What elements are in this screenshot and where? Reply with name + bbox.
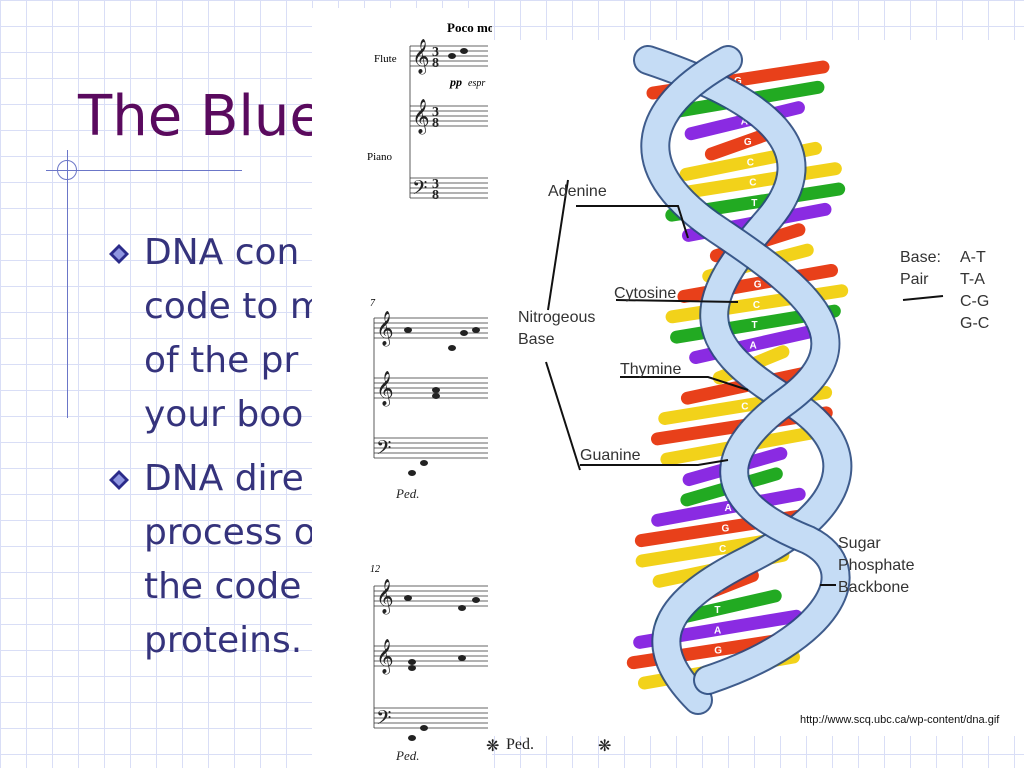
base-pair-rung xyxy=(651,487,806,527)
svg-text:𝄞: 𝄞 xyxy=(376,639,394,675)
label-phosphate: Phosphate xyxy=(838,557,915,574)
svg-text:𝄢: 𝄢 xyxy=(412,176,427,204)
label-leader-lines xyxy=(545,179,944,586)
base-letter: G xyxy=(714,646,722,657)
base-letter: A xyxy=(750,340,757,351)
base-letter: T xyxy=(751,320,757,331)
base-letter: T xyxy=(714,605,720,616)
svg-text:8: 8 xyxy=(432,116,439,131)
label-adenine: Adenine xyxy=(548,183,607,200)
label-pair-at: A-T xyxy=(960,249,986,266)
image-credit: http://www.scq.ubc.ca/wp-content/dna.gif xyxy=(800,714,1000,726)
bullet-1-line-2: code to m xyxy=(144,286,325,327)
svg-text:Ped.: Ped. xyxy=(395,486,419,501)
svg-text:8: 8 xyxy=(432,188,439,203)
svg-text:𝄞: 𝄞 xyxy=(412,99,430,135)
diamond-bullet-icon xyxy=(109,470,129,490)
pedal-marking-bottom: Ped. xyxy=(506,736,534,753)
label-thymine: Thymine xyxy=(620,361,681,378)
base-letter: C xyxy=(753,300,760,311)
sheet-music-svg: Poco moto Flute Piano 𝄞 𝄞 𝄢 𝄞 𝄞 xyxy=(367,20,505,763)
svg-text:𝄞: 𝄞 xyxy=(412,39,430,75)
svg-text:3: 3 xyxy=(432,45,439,60)
base-letter: A xyxy=(714,625,721,636)
bullet-2-line-3: the code xyxy=(144,566,302,607)
base-letter: G xyxy=(754,279,762,290)
base-letter: G xyxy=(744,137,752,148)
svg-text:Ped.: Ped. xyxy=(395,748,419,763)
slide-title: The Blue xyxy=(78,84,324,149)
base-letter: A xyxy=(741,117,748,128)
clefs: 𝄞 𝄞 𝄢 𝄞 𝄞 𝄢 𝄞 𝄞 𝄢 xyxy=(376,39,430,734)
label-base-pair-1: Base: xyxy=(900,249,941,266)
base-letter: A xyxy=(724,503,731,514)
expression-marking: espr xyxy=(468,78,485,89)
bullet-2-line-1: DNA dire xyxy=(144,458,304,499)
notes xyxy=(404,48,480,741)
title-rule-circle xyxy=(57,160,77,180)
pedal-release-mark-1: ❋ xyxy=(486,738,500,755)
pedal-markings: Ped. Ped. xyxy=(395,486,419,763)
bullet-2-line-2: process o xyxy=(144,512,316,553)
diamond-bullet-icon xyxy=(109,244,129,264)
label-base-pair-2: Pair xyxy=(900,271,929,288)
flute-label: Flute xyxy=(374,53,397,65)
label-cytosine: Cytosine xyxy=(614,285,676,302)
sheet-music-image: Poco moto Flute Piano 𝄞 𝄞 𝄢 𝄞 𝄞 xyxy=(312,8,505,768)
svg-text:𝄢: 𝄢 xyxy=(376,706,391,734)
svg-text:𝄞: 𝄞 xyxy=(376,311,394,347)
svg-text:𝄞: 𝄞 xyxy=(376,579,394,615)
bullet-1-line-1: DNA con xyxy=(144,232,300,273)
piano-label: Piano xyxy=(367,151,393,163)
title-rule-vertical xyxy=(67,150,68,418)
measure-number-7: 7 xyxy=(370,298,376,309)
label-sugar: Sugar xyxy=(838,535,881,552)
base-letter: C xyxy=(741,402,748,413)
base-pair-rung xyxy=(664,162,842,202)
bullet-2-line-4: proteins. xyxy=(144,620,303,661)
time-signatures: 38 38 38 xyxy=(432,45,439,203)
base-letter: C xyxy=(747,157,754,168)
base-letter: T xyxy=(751,198,757,209)
svg-text:𝄞: 𝄞 xyxy=(376,371,394,407)
bullet-1-line-3: of the pr xyxy=(144,340,299,381)
base-letter: G xyxy=(734,76,742,87)
svg-text:𝄢: 𝄢 xyxy=(376,436,391,464)
label-pair-cg: C-G xyxy=(960,293,989,310)
svg-text:8: 8 xyxy=(432,56,439,71)
base-letter: C xyxy=(719,544,726,555)
label-pair-gc: G-C xyxy=(960,315,989,332)
pedal-release-mark-2: ❋ xyxy=(598,738,612,755)
label-guanine: Guanine xyxy=(580,447,641,464)
staff-lines xyxy=(373,45,488,729)
measure-number-12: 12 xyxy=(370,564,380,575)
dynamic-marking: pp xyxy=(449,75,462,89)
tempo-marking: Poco moto xyxy=(447,20,492,35)
title-rule-horizontal xyxy=(46,170,242,171)
label-backbone: Backbone xyxy=(838,579,909,596)
svg-text:3: 3 xyxy=(432,177,439,192)
base-letter: C xyxy=(749,178,756,189)
ribbon-strands xyxy=(633,45,853,715)
label-nitrogenous: Nitrogeous xyxy=(518,309,595,326)
label-nitrogenous-base: Base xyxy=(518,331,555,348)
base-letter: G xyxy=(722,524,730,535)
bullet-1-line-4: your boo xyxy=(144,394,304,435)
svg-text:3: 3 xyxy=(432,105,439,120)
label-pair-ta: T-A xyxy=(960,271,985,288)
